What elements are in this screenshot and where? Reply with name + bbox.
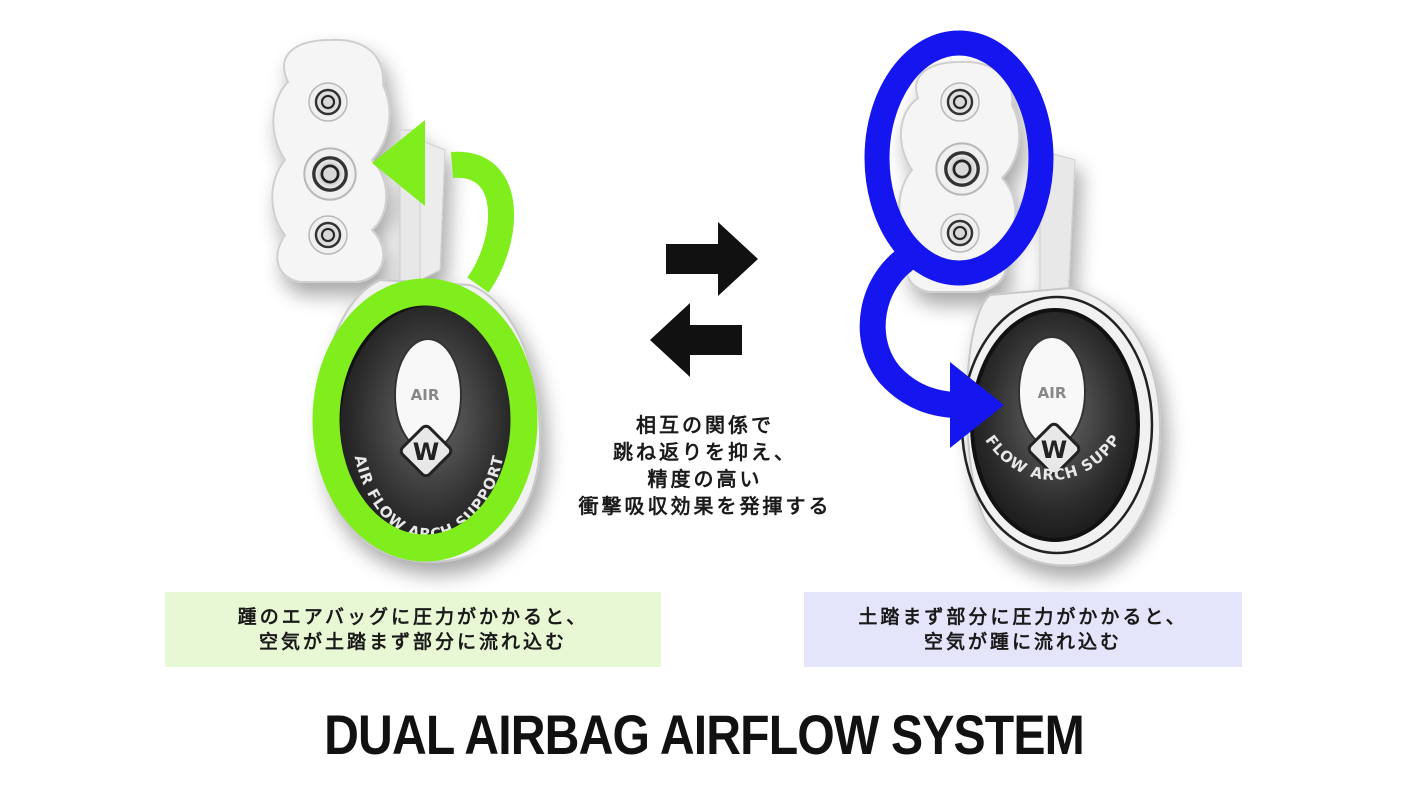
- air-label-left: AIR: [411, 386, 440, 404]
- pod-top-left: [308, 82, 348, 122]
- air-label-right: AIR: [1038, 384, 1067, 402]
- pod-middle-right: [935, 142, 989, 196]
- center-text-line-1: 相互の関係で: [636, 413, 774, 437]
- center-text-line-4: 衝撃吸収効果を発揮する: [578, 494, 832, 518]
- w-logo-icon: W: [399, 424, 453, 478]
- pod-bottom-right: [940, 213, 980, 253]
- right-caption-line-2: 空気が踵に流れ込む: [923, 630, 1122, 653]
- right-caption-box: 土踏まず部分に圧力がかかると、 空気が踵に流れ込む: [804, 592, 1242, 667]
- left-arrow-icon: [650, 303, 742, 377]
- left-caption-box: 踵のエアバッグに圧力がかかると、 空気が土踏まず部分に流れ込む: [165, 592, 661, 667]
- right-caption-line-1: 土踏まず部分に圧力がかかると、: [858, 605, 1188, 628]
- center-text-line-3: 精度の高い: [647, 467, 763, 491]
- center-text-line-2: 跳ね返りを抑え、: [613, 440, 797, 464]
- pod-middle-left: [303, 147, 357, 201]
- green-loop-arrow-icon: [312, 120, 538, 562]
- w-logo-icon: W: [1027, 422, 1081, 476]
- center-description: 相互の関係で 跳ね返りを抑え、 精度の高い 衝撃吸収効果を発揮する: [540, 412, 870, 520]
- left-caption-line-2: 空気が土踏まず部分に流れ込む: [258, 630, 567, 653]
- blue-loop-arrow-icon: [859, 30, 1054, 448]
- page-title: DUAL AIRBAG AIRFLOW SYSTEM: [324, 703, 1085, 766]
- w-logo-letter-left: W: [413, 438, 439, 466]
- pod-bottom-left: [308, 215, 348, 255]
- right-arrow-icon: [666, 222, 758, 296]
- w-logo-letter-right: W: [1041, 436, 1067, 464]
- left-caption-line-1: 踵のエアバッグに圧力がかかると、: [237, 605, 589, 628]
- pod-top-right: [940, 82, 980, 122]
